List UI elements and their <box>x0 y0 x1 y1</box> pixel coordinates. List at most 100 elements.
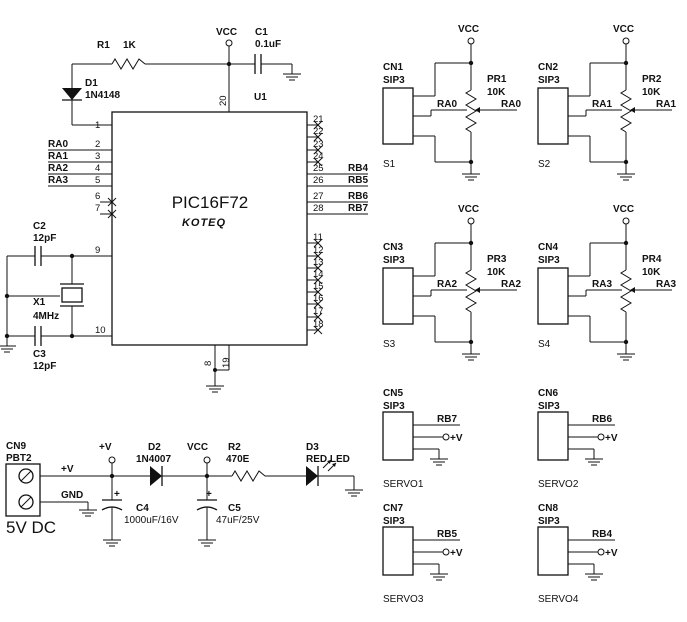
connector-ref: CN3 <box>383 242 403 253</box>
oscillator-circuit: C2 12pF C3 12pF X1 4MHz <box>0 221 112 372</box>
pin-number: 26 <box>313 175 324 186</box>
net-label-ra1: RA1 <box>48 151 68 162</box>
d2-ref: D2 <box>148 442 161 453</box>
pin-number: 10 <box>95 325 106 336</box>
vcc-terminal <box>467 37 475 45</box>
vcc-label: VCC <box>613 24 634 35</box>
plus-v-terminal <box>597 433 605 441</box>
servo-name: SERVO1 <box>383 479 424 490</box>
sensor-connectors: CN1SIP3VCCRA0RA0PR110KS1CN2SIP3VCCRA1RA1… <box>382 24 676 361</box>
c2-value: 12pF <box>33 233 56 244</box>
pin-8: 8 <box>203 361 214 366</box>
net-label-ra1: RA1 <box>592 99 612 110</box>
d3-ref: D3 <box>306 442 319 453</box>
pin-12: 12 <box>307 245 324 261</box>
d2-value: 1N4007 <box>136 454 171 465</box>
chip-brand-logo: KOTEQ <box>182 217 226 229</box>
plus-v-label: +V <box>605 548 618 559</box>
vcc-terminal <box>622 37 630 45</box>
net-label-rb4: RB4 <box>592 529 612 540</box>
plus-v-label: +V <box>99 442 112 453</box>
potentiometer <box>465 269 477 313</box>
pin-19: 19 <box>221 357 232 368</box>
net-label-ra0: RA0 <box>437 99 457 110</box>
chip-name: PIC16F72 <box>172 193 249 212</box>
vcc-terminal <box>622 217 630 225</box>
pin-23: 23 <box>307 139 324 155</box>
sensor-name: S1 <box>383 159 396 170</box>
pin-number: 6 <box>95 191 100 202</box>
pot-ref: PR1 <box>487 74 507 85</box>
pin-3: RA1 3 <box>48 151 112 163</box>
c4-ref: C4 <box>136 503 149 514</box>
connector-ref: CN6 <box>538 388 558 399</box>
connector-type: SIP3 <box>383 401 405 412</box>
pin-number: 23 <box>313 139 324 150</box>
pin-11: 11 <box>307 232 323 248</box>
ground-symbol <box>616 173 636 181</box>
ground-symbol <box>429 573 449 581</box>
vcc-terminal <box>467 217 475 225</box>
net-label-rb7: RB7 <box>348 203 368 214</box>
connector-ref: CN2 <box>538 62 558 73</box>
sip3-header <box>537 411 569 461</box>
pin-number: 21 <box>313 114 324 125</box>
supply-voltage-label: 5V DC <box>6 518 56 537</box>
servo-name: SERVO3 <box>383 594 424 605</box>
cn9-ref: CN9 <box>6 441 26 452</box>
net-label-ra1: RA1 <box>656 99 676 110</box>
net-label-ra2: RA2 <box>437 279 457 290</box>
plus-v-terminal <box>442 433 450 441</box>
net-label-rb5: RB5 <box>437 529 457 540</box>
connector-type: SIP3 <box>383 516 405 527</box>
connector-ref: CN8 <box>538 503 558 514</box>
x1-ref: X1 <box>33 297 46 308</box>
connector-ref: CN4 <box>538 242 558 253</box>
pin-number: 4 <box>95 163 100 174</box>
pin-13: 13 <box>307 257 324 273</box>
pin-number: 14 <box>313 269 324 280</box>
pin-number: 13 <box>313 257 324 268</box>
pot-value: 10K <box>487 87 506 98</box>
pin-10: 10 <box>95 325 106 336</box>
plus-v-terminal <box>597 548 605 556</box>
pot-value: 10K <box>487 267 506 278</box>
pin-number: 5 <box>95 175 100 186</box>
plus-v-label: +V <box>450 548 463 559</box>
pot-ref: PR4 <box>642 254 662 265</box>
vcc-label: VCC <box>613 204 634 215</box>
pin-number: 24 <box>313 151 324 162</box>
connector-ref: CN7 <box>383 503 403 514</box>
net-label-rb6: RB6 <box>592 414 612 425</box>
d1-ref: D1 <box>85 78 98 89</box>
ground-symbol <box>616 353 636 361</box>
sensor-name: S4 <box>538 339 551 350</box>
pin-9: 9 <box>95 245 100 256</box>
r1-value: 1K <box>123 40 137 51</box>
net-label-ra3: RA3 <box>656 279 676 290</box>
c4-plus: + <box>114 489 120 500</box>
d1-value: 1N4148 <box>85 90 120 101</box>
pin-number: 2 <box>95 139 100 150</box>
reset-circuit: VCC R1 1K C1 0.1uF D1 1N4148 1 <box>62 27 302 131</box>
gnd-label: GND <box>61 490 83 501</box>
r2-value: 470E <box>226 454 250 465</box>
pin-7: 7 <box>95 203 117 219</box>
ground-symbol <box>461 173 481 181</box>
connector-type: SIP3 <box>538 75 560 86</box>
c5-value: 47uF/25V <box>216 515 260 526</box>
pin-number: 3 <box>95 151 100 162</box>
pot-ref: PR3 <box>487 254 507 265</box>
net-label-ra3: RA3 <box>592 279 612 290</box>
c1-value: 0.1uF <box>255 39 281 50</box>
pin-5: RA3 5 <box>48 175 112 187</box>
ground-symbol <box>429 458 449 466</box>
net-label-ra3: RA3 <box>48 175 68 186</box>
x1-value: 4MHz <box>33 311 59 322</box>
